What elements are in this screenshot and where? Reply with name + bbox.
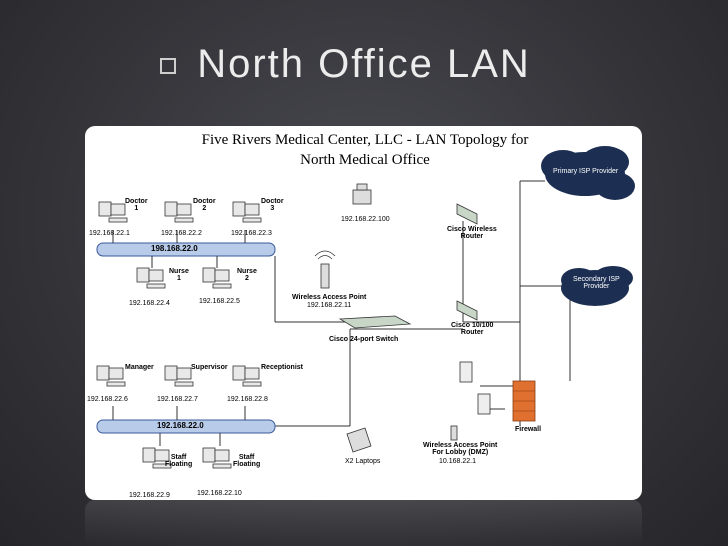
diagram-title-line2: North Medical Office (300, 152, 430, 168)
lobby-wap-icon (450, 425, 458, 441)
switch-label: Cisco 24-port Switch (329, 336, 399, 343)
primary-isp-label: Primary ISP Provider (553, 168, 619, 175)
title-bullet (160, 58, 176, 74)
wireless-router-icon (456, 203, 478, 225)
staff1-ip: 192.168.22.9 (129, 492, 170, 499)
supervisor-label: Supervisor (191, 364, 228, 371)
doctor3-ip: 192.168.22.3 (231, 230, 272, 237)
receptionist-label: Receptionist (261, 364, 304, 371)
workstation-doctor2-icon (164, 201, 194, 223)
doctor2-ip: 192.168.22.2 (161, 230, 202, 237)
wireless-access-point-icon (314, 250, 336, 289)
firewall-label: Firewall (515, 426, 542, 433)
firewall-icon (512, 380, 536, 422)
bus2-label: 192.168.22.0 (157, 421, 204, 430)
workstation-nurse1-icon (136, 267, 166, 289)
manager-label: Manager (125, 364, 154, 371)
topology-diagram: Five Rivers Medical Center, LLC - LAN To… (85, 126, 642, 500)
bus-192 (96, 419, 276, 434)
workstation-manager-icon (96, 365, 126, 387)
workstation-doctor3-icon (232, 201, 262, 223)
bus-198 (96, 242, 276, 257)
panel-reflection (85, 500, 642, 546)
receptionist-ip: 192.168.22.8 (227, 396, 268, 403)
nurse2-ip: 192.168.22.5 (199, 298, 240, 305)
workstation-nurse2-icon (202, 267, 232, 289)
diagram-title-line1: Five Rivers Medical Center, LLC - LAN To… (201, 132, 529, 148)
workstation-receptionist-icon (232, 365, 262, 387)
laptops-label: X2 Laptops (345, 458, 381, 465)
wap-label: Wireless Access Point (292, 294, 367, 301)
slide-title: North Office LAN (197, 42, 531, 86)
dmz-server-icon (459, 361, 491, 415)
manager-ip: 192.168.22.6 (87, 396, 128, 403)
network-diagram-svg (96, 146, 635, 469)
workstation-supervisor-icon (164, 365, 194, 387)
secondary-isp-cloud (561, 266, 633, 306)
laptop-icon (346, 427, 372, 453)
printer-ip: 192.168.22.100 (341, 216, 390, 223)
staff2-ip: 192.168.22.10 (197, 490, 242, 497)
diagram-title: Five Rivers Medical Center, LLC - LAN To… (155, 130, 575, 170)
workstation-doctor1-icon (98, 201, 128, 223)
workstation-staff1-icon (142, 447, 172, 469)
nurse1-ip: 192.168.22.4 (129, 300, 170, 307)
switch-icon (338, 315, 412, 329)
supervisor-ip: 192.168.22.7 (157, 396, 198, 403)
primary-isp-cloud (541, 146, 635, 200)
workstation-staff2-icon (202, 447, 232, 469)
wap-ip: 192.168.22.11 (307, 302, 352, 309)
doctor1-ip: 192.168.22.1 (89, 230, 130, 237)
router-icon (456, 300, 478, 321)
bus1-label: 198.168.22.0 (151, 244, 198, 253)
lobby-wap-ip: 10.168.22.1 (439, 458, 476, 465)
printer-icon (352, 183, 372, 205)
